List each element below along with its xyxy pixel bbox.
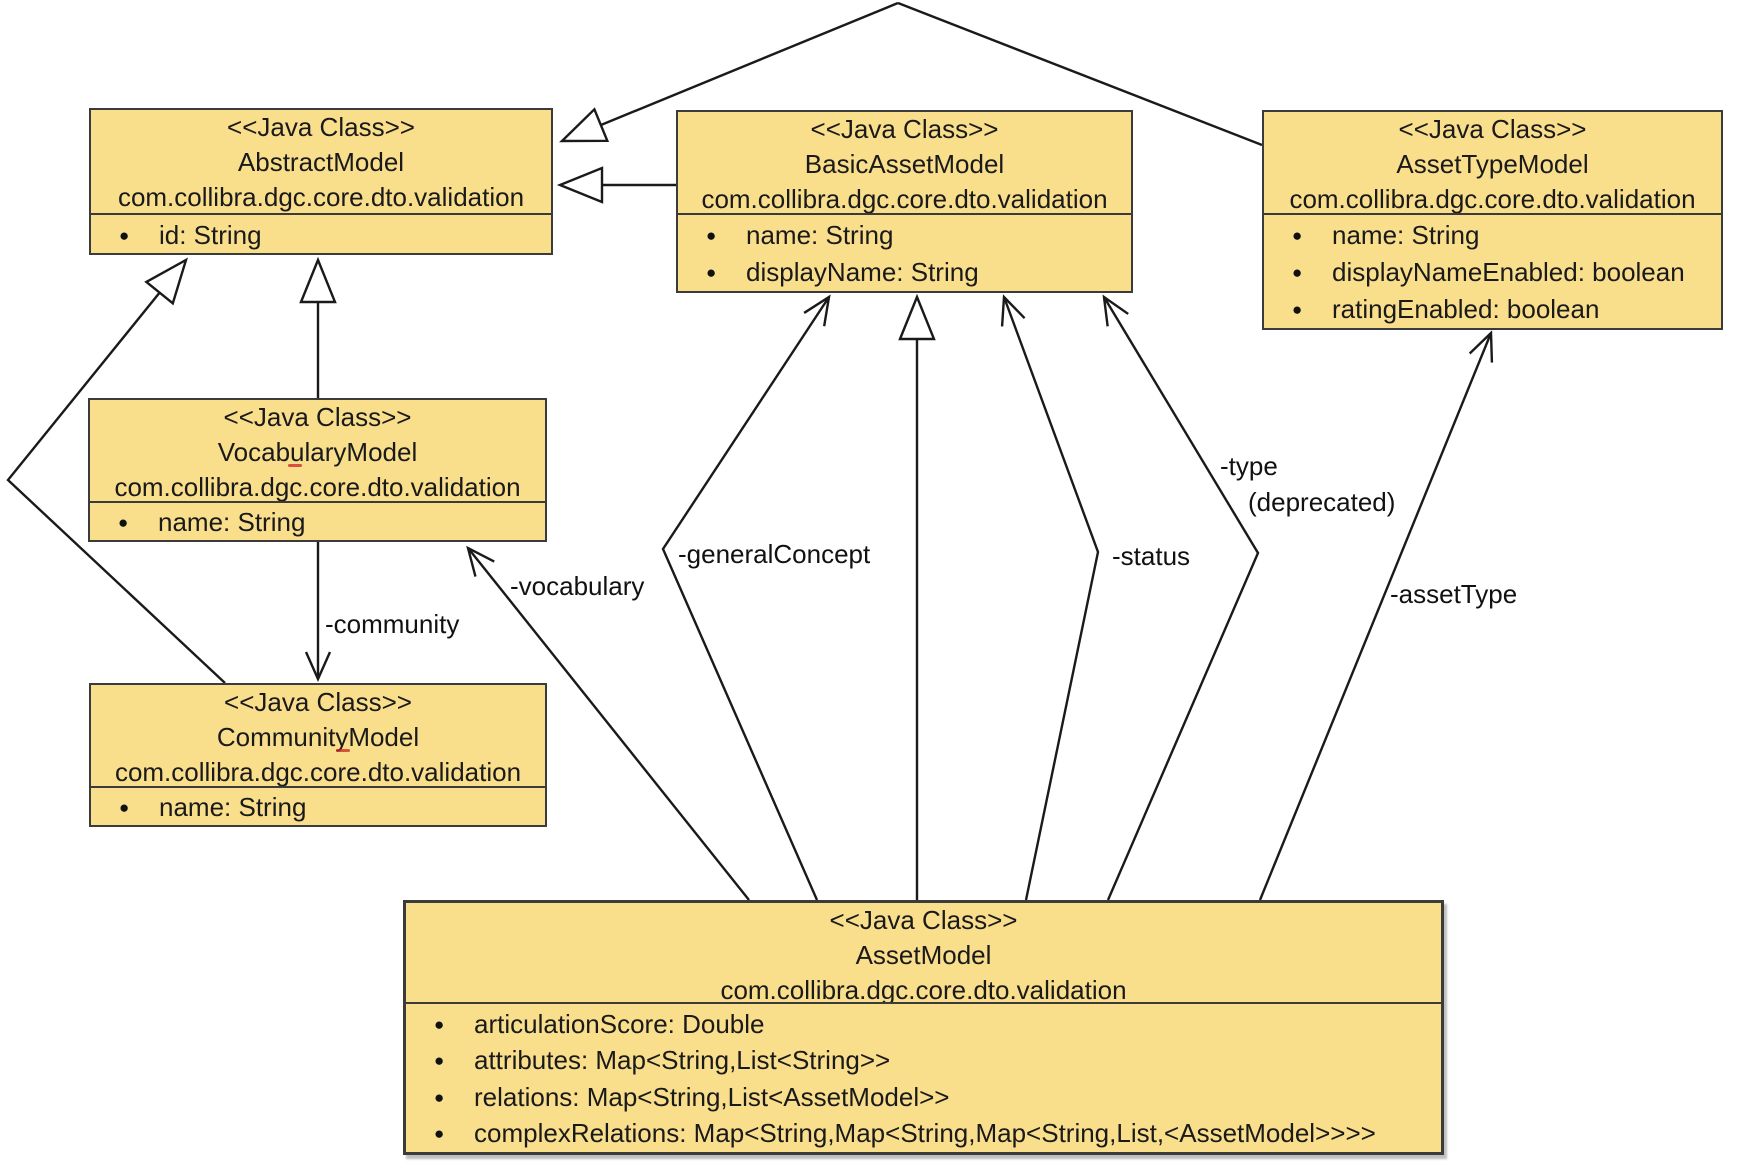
spellcheck-mark [336,749,350,752]
attribute-text: articulationScore: Double [474,1008,765,1039]
attribute-row: ● ratingEnabled: boolean [1264,291,1721,328]
edge-assetmodel-assettype-association [1258,330,1494,901]
edge-label-vocabulary: -vocabulary [510,571,645,601]
attribute-row: ● displayNameEnabled: boolean [1264,254,1721,291]
class-package: com.collibra.dgc.core.dto.validation [1289,184,1696,214]
attribute-row: ● articulationScore: Double [406,1006,1441,1043]
attribute-text: name: String [159,792,307,822]
class-name: VocabularyModel [217,437,418,467]
attribute-row: ● name: String [678,217,1131,254]
class-name: AbstractModel [237,147,405,177]
class-package: com.collibra.dgc.core.dto.validation [720,975,1127,1004]
attribute-row: ● id: String [91,217,551,253]
attribute-row: ● name: String [90,505,545,540]
bullet-icon: ● [118,513,129,532]
bullet-icon: ● [434,1124,445,1144]
attribute-row: ● name: String [91,790,545,825]
attribute-text: name: String [746,220,894,250]
class-name: CommunityModel [216,722,420,752]
bullet-icon: ● [434,1051,445,1071]
class-package: com.collibra.dgc.core.dto.validation [114,757,522,787]
class-name: BasicAssetModel [804,149,1005,179]
bullet-icon: ● [434,1014,445,1034]
attribute-text: name: String [158,507,306,537]
attribute-text: name: String [1332,220,1480,250]
attribute-row: ● complexRelations: Map<String,Map<Strin… [406,1116,1441,1153]
attribute-row: ● attributes: Map<String,List<String>> [406,1043,1441,1080]
bullet-icon: ● [1292,226,1303,245]
class-stereotype: <<Java Class>> [223,402,412,432]
edge-label-type-deprecated: (deprecated) [1248,487,1396,517]
class-name: AssetModel [855,940,992,970]
edge-assetmodel-generalconcept-association [661,294,831,901]
attribute-text: attributes: Map<String,List<String>> [474,1045,891,1076]
class-basicassetmodel[interactable]: <<Java Class>> BasicAssetModel com.colli… [676,110,1133,293]
class-abstractmodel[interactable]: <<Java Class>> AbstractModel com.collibr… [89,108,553,255]
attribute-row: ● name: String [1264,217,1721,254]
class-assettypemodel[interactable]: <<Java Class>> AssetTypeModel com.collib… [1262,110,1723,330]
attribute-text: displayNameEnabled: boolean [1332,257,1685,287]
attribute-row: ● displayName: String [678,254,1131,291]
edge-label-status: -status [1112,541,1191,571]
spellcheck-mark [288,464,302,467]
attribute-text: id: String [159,219,262,250]
attribute-text: complexRelations: Map<String,Map<String,… [474,1118,1376,1149]
attribute-text: displayName: String [746,257,979,287]
bullet-icon: ● [706,226,717,245]
edge-assetmodel-type-association [1102,294,1260,901]
class-package: com.collibra.dgc.core.dto.validation [114,472,521,502]
bullet-icon: ● [434,1087,445,1107]
class-stereotype: <<Java Class>> [227,112,415,142]
bullet-icon: ● [119,798,130,817]
class-communitymodel[interactable]: <<Java Class>> CommunityModel com.collib… [89,683,547,827]
attribute-row: ● relations: Map<String,List<AssetModel>… [406,1079,1441,1116]
class-stereotype: <<Java Class>> [829,905,1018,935]
class-package: com.collibra.dgc.core.dto.validation [701,184,1108,214]
class-vocabularymodel[interactable]: <<Java Class>> VocabularyModel com.colli… [88,398,547,542]
edge-label-type: -type [1220,451,1278,481]
edge-label-assettype: -assetType [1390,579,1518,609]
edge-label-generalconcept: -generalConcept [678,539,871,569]
class-package: com.collibra.dgc.core.dto.validation [117,182,525,212]
edge-label-community: -community [325,609,460,639]
edge-assetmodel-status-association [1000,294,1100,901]
bullet-icon: ● [1292,300,1303,319]
class-stereotype: <<Java Class>> [1398,114,1587,144]
class-assetmodel[interactable]: <<Java Class>> AssetModel com.collibra.d… [403,900,1444,1155]
attribute-text: relations: Map<String,List<AssetModel>> [474,1081,950,1112]
class-stereotype: <<Java Class>> [810,114,999,144]
class-stereotype: <<Java Class>> [224,687,412,717]
bullet-icon: ● [706,263,717,282]
class-name: AssetTypeModel [1396,149,1589,179]
bullet-icon: ● [1292,263,1303,282]
bullet-icon: ● [119,225,130,245]
attribute-text: ratingEnabled: boolean [1332,294,1600,324]
